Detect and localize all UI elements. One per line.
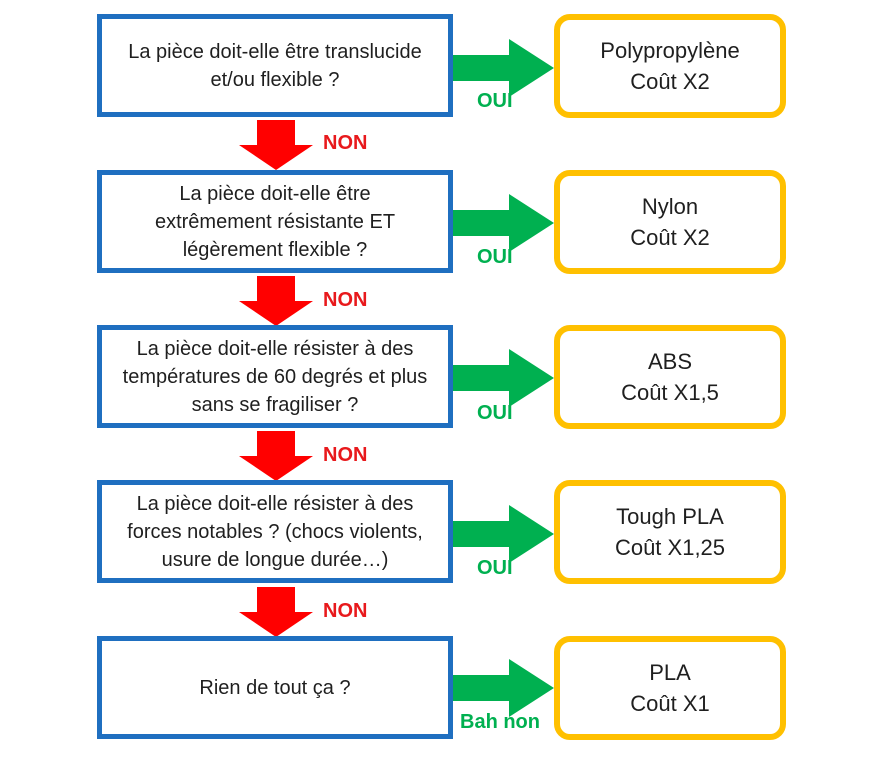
material-name-3: ABS xyxy=(647,349,693,374)
yes-arrow-2 xyxy=(453,194,554,252)
question-text-4: La pièce doit-elle résister à des forces… xyxy=(127,492,423,571)
no-label-2: NON xyxy=(323,289,368,311)
material-cost-5: Coût X1 xyxy=(630,691,710,716)
yes-label-5: Bah non xyxy=(460,711,540,733)
question-box-1: La pièce doit-elle être translucide et/o… xyxy=(97,14,453,117)
material-name-5: PLA xyxy=(649,660,691,685)
answer-box-4: Tough PLA Coût X1,25 xyxy=(554,480,786,584)
material-name-4: Tough PLA xyxy=(616,504,724,529)
question-text-2: La pièce doit-elle être extrêmement rési… xyxy=(154,182,396,261)
answer-box-5: PLA Coût X1 xyxy=(554,636,786,740)
yes-label-4: OUI xyxy=(477,557,513,579)
no-label-1: NON xyxy=(323,132,368,154)
material-cost-2: Coût X2 xyxy=(630,225,710,250)
yes-arrow-3 xyxy=(453,349,554,407)
material-cost-3: Coût X1,5 xyxy=(621,380,719,405)
no-label-3: NON xyxy=(323,444,368,466)
answer-box-1: Polypropylène Coût X2 xyxy=(554,14,786,118)
answer-box-2: Nylon Coût X2 xyxy=(554,170,786,274)
question-text-5: Rien de tout ça ? xyxy=(199,676,351,699)
question-box-5: Rien de tout ça ? xyxy=(97,636,453,739)
material-name-2: Nylon xyxy=(641,194,699,219)
question-box-2: La pièce doit-elle être extrêmement rési… xyxy=(97,170,453,273)
yes-label-2: OUI xyxy=(477,246,513,268)
material-name-1: Polypropylène xyxy=(600,38,740,63)
yes-label-1: OUI xyxy=(477,90,513,112)
no-arrow-2 xyxy=(239,276,313,326)
question-box-4: La pièce doit-elle résister à des forces… xyxy=(97,480,453,583)
answer-box-3: ABS Coût X1,5 xyxy=(554,325,786,429)
question-text-1: La pièce doit-elle être translucide et/o… xyxy=(128,40,422,91)
no-arrow-4 xyxy=(239,587,313,637)
material-cost-4: Coût X1,25 xyxy=(614,535,726,560)
material-cost-1: Coût X2 xyxy=(630,69,710,94)
no-arrow-3 xyxy=(239,431,313,481)
yes-arrow-5 xyxy=(453,659,554,717)
question-box-3: La pièce doit-elle résister à des tempér… xyxy=(97,325,453,428)
no-arrow-1 xyxy=(239,120,313,170)
yes-arrow-4 xyxy=(453,505,554,563)
question-text-3: La pièce doit-elle résister à des tempér… xyxy=(122,337,428,416)
yes-arrow-1 xyxy=(453,39,554,97)
yes-label-3: OUI xyxy=(477,402,513,424)
no-label-4: NON xyxy=(323,600,368,622)
